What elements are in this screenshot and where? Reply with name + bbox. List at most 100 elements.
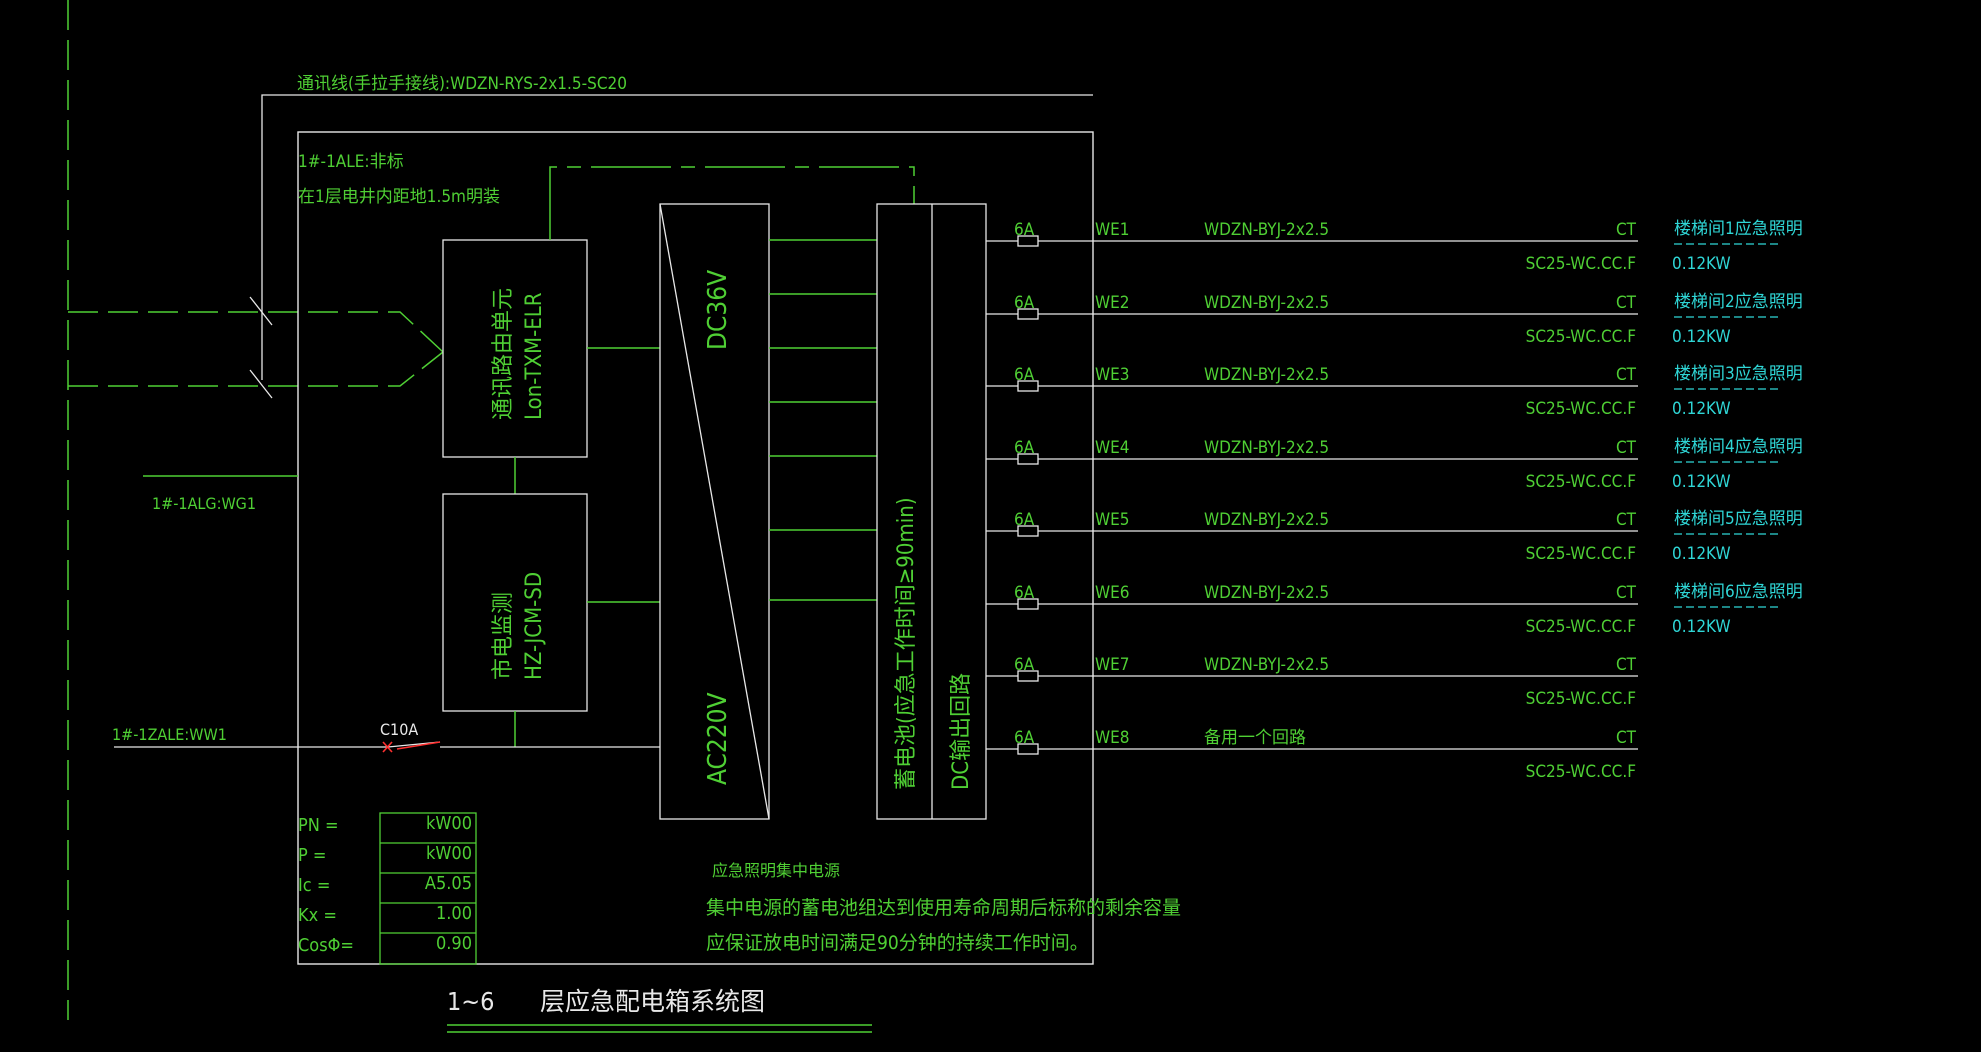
converter-battery-links: [769, 239, 877, 601]
comm-line-label: 通讯线(手拉手接线):WDZN-RYS-2x1.5-SC20: [297, 74, 627, 94]
dc-output-label: DC输出回路: [949, 673, 974, 790]
ct-label: CT: [1616, 293, 1637, 313]
circuit-row: 6A WE4 WDZN-BYJ-2x2.5 CT SC25-WC.CC.F 楼梯间4应急照…: [986, 437, 1803, 492]
mains-monitor-model: HZ-JCM-SD: [522, 572, 547, 680]
ct-label: CT: [1616, 365, 1637, 385]
param-label: Kx =: [298, 905, 337, 926]
param-label: P =: [298, 845, 326, 866]
load-power: 0.12KW: [1672, 472, 1731, 492]
param-value: A5.05: [425, 873, 472, 894]
load-name: 楼梯间1应急照明: [1674, 219, 1803, 239]
ct-label: CT: [1616, 510, 1637, 530]
conduit-spec: SC25-WC.CC.F: [1526, 327, 1636, 347]
cable-spec: WDZN-BYJ-2x2.5: [1204, 510, 1329, 530]
distribution-box-outline: [297, 131, 1094, 965]
param-value: 0.90: [436, 933, 472, 954]
cable-spec: 备用一个回路: [1204, 728, 1306, 748]
param-value: 1.00: [436, 903, 472, 924]
fuse-rating: 6A: [1014, 365, 1035, 385]
circuit-id: WE6: [1095, 583, 1130, 603]
comm-dashed-line-lower: [68, 351, 444, 387]
load-power: 0.12KW: [1672, 544, 1731, 564]
comm-dashed-line-upper: [68, 311, 444, 353]
comm-tick-upper: [249, 296, 273, 326]
conduit-spec: SC25-WC.CC.F: [1526, 689, 1636, 709]
circuit-id: WE8: [1095, 728, 1130, 748]
circuit-id: WE2: [1095, 293, 1130, 313]
param-value: kW00: [426, 843, 472, 864]
drawing-title-name: 层应急配电箱系统图: [540, 987, 765, 1016]
conduit-spec: SC25-WC.CC.F: [1526, 617, 1636, 637]
load-name: 楼梯间2应急照明: [1674, 292, 1803, 312]
param-label: PN =: [298, 815, 339, 836]
circuit-row: 6A WE2 WDZN-BYJ-2x2.5 CT SC25-WC.CC.F 楼梯间2应急照…: [986, 292, 1803, 347]
converter-ac-label: AC220V: [703, 692, 733, 785]
cable-spec: WDZN-BYJ-2x2.5: [1204, 220, 1329, 240]
comm-wire: [261, 94, 1093, 380]
ct-label: CT: [1616, 438, 1637, 458]
circuit-row: 6A WE7 WDZN-BYJ-2x2.5 CT SC25-WC.CC.F: [986, 655, 1638, 709]
ct-label: CT: [1616, 583, 1637, 603]
load-power: 0.12KW: [1672, 254, 1731, 274]
param-label: CosΦ=: [298, 935, 354, 956]
load-power: 0.12KW: [1672, 399, 1731, 419]
circuit-id: WE1: [1095, 220, 1130, 240]
circuit-row: 6A WE6 WDZN-BYJ-2x2.5 CT SC25-WC.CC.F 楼梯间6应急照…: [986, 582, 1803, 637]
parameter-table: [379, 812, 477, 965]
notes-title: 应急照明集中电源: [712, 861, 840, 880]
ct-label: CT: [1616, 655, 1637, 675]
fuse-rating: 6A: [1014, 583, 1035, 603]
circuit-id: WE4: [1095, 438, 1130, 458]
ct-label: CT: [1616, 220, 1637, 240]
converter-diagonal: [659, 203, 770, 820]
circuit-row: 6A WE3 WDZN-BYJ-2x2.5 CT SC25-WC.CC.F 楼梯间3应急照…: [986, 364, 1803, 419]
alg-feeder-label: 1#-1ALG:WG1: [152, 494, 256, 513]
cable-spec: WDZN-BYJ-2x2.5: [1204, 293, 1329, 313]
load-name: 楼梯间6应急照明: [1674, 582, 1803, 602]
fuse-rating: 6A: [1014, 438, 1035, 458]
box-name-label: 1#-1ALE:非标: [298, 152, 404, 172]
router-unit-model: Lon-TXM-ELR: [522, 292, 547, 420]
cable-spec: WDZN-BYJ-2x2.5: [1204, 583, 1329, 603]
cable-spec: WDZN-BYJ-2x2.5: [1204, 365, 1329, 385]
cable-spec: WDZN-BYJ-2x2.5: [1204, 655, 1329, 675]
battery-label: 蓄电池(应急工作时间≥90min): [894, 497, 919, 790]
fuse-rating: 6A: [1014, 293, 1035, 313]
param-label: Ic =: [298, 875, 330, 896]
converter-box: [659, 203, 770, 820]
zale-feeder-label: 1#-1ZALE:WW1: [112, 725, 227, 744]
ct-label: CT: [1616, 728, 1637, 748]
cable-spec: WDZN-BYJ-2x2.5: [1204, 438, 1329, 458]
breaker-rating-label: C10A: [380, 720, 418, 739]
load-name: 楼梯间5应急照明: [1674, 509, 1803, 529]
router-unit-label: 通讯路由单元: [491, 288, 516, 420]
conduit-spec: SC25-WC.CC.F: [1526, 762, 1636, 782]
load-power: 0.12KW: [1672, 617, 1731, 637]
circuit-id: WE5: [1095, 510, 1130, 530]
conduit-spec: SC25-WC.CC.F: [1526, 472, 1636, 492]
fuse-rating: 6A: [1014, 655, 1035, 675]
fuse-rating: 6A: [1014, 510, 1035, 530]
box-install-label: 在1层电井内距地1.5m明装: [298, 187, 500, 207]
breaker-red-seg: [396, 741, 441, 750]
drawing-title-range: 1~6: [447, 987, 494, 1016]
comm-tick-lower: [249, 369, 273, 399]
mains-monitor-label: 市电监测: [491, 592, 516, 680]
breaker-mark-b: [382, 741, 393, 753]
load-name: 楼梯间3应急照明: [1674, 364, 1803, 384]
param-value: kW00: [426, 813, 472, 834]
notes-line-1: 集中电源的蓄电池组达到使用寿命周期后标称的剩余容量: [706, 897, 1181, 919]
router-battery-link: [549, 166, 915, 240]
circuit-id: WE3: [1095, 365, 1130, 385]
circuit-id: WE7: [1095, 655, 1130, 675]
load-power: 0.12KW: [1672, 327, 1731, 347]
load-name: 楼梯间4应急照明: [1674, 437, 1803, 457]
notes-line-2: 应保证放电时间满足90分钟的持续工作时间。: [706, 932, 1089, 954]
conduit-spec: SC25-WC.CC.F: [1526, 399, 1636, 419]
converter-dc-label: DC36V: [703, 270, 733, 350]
